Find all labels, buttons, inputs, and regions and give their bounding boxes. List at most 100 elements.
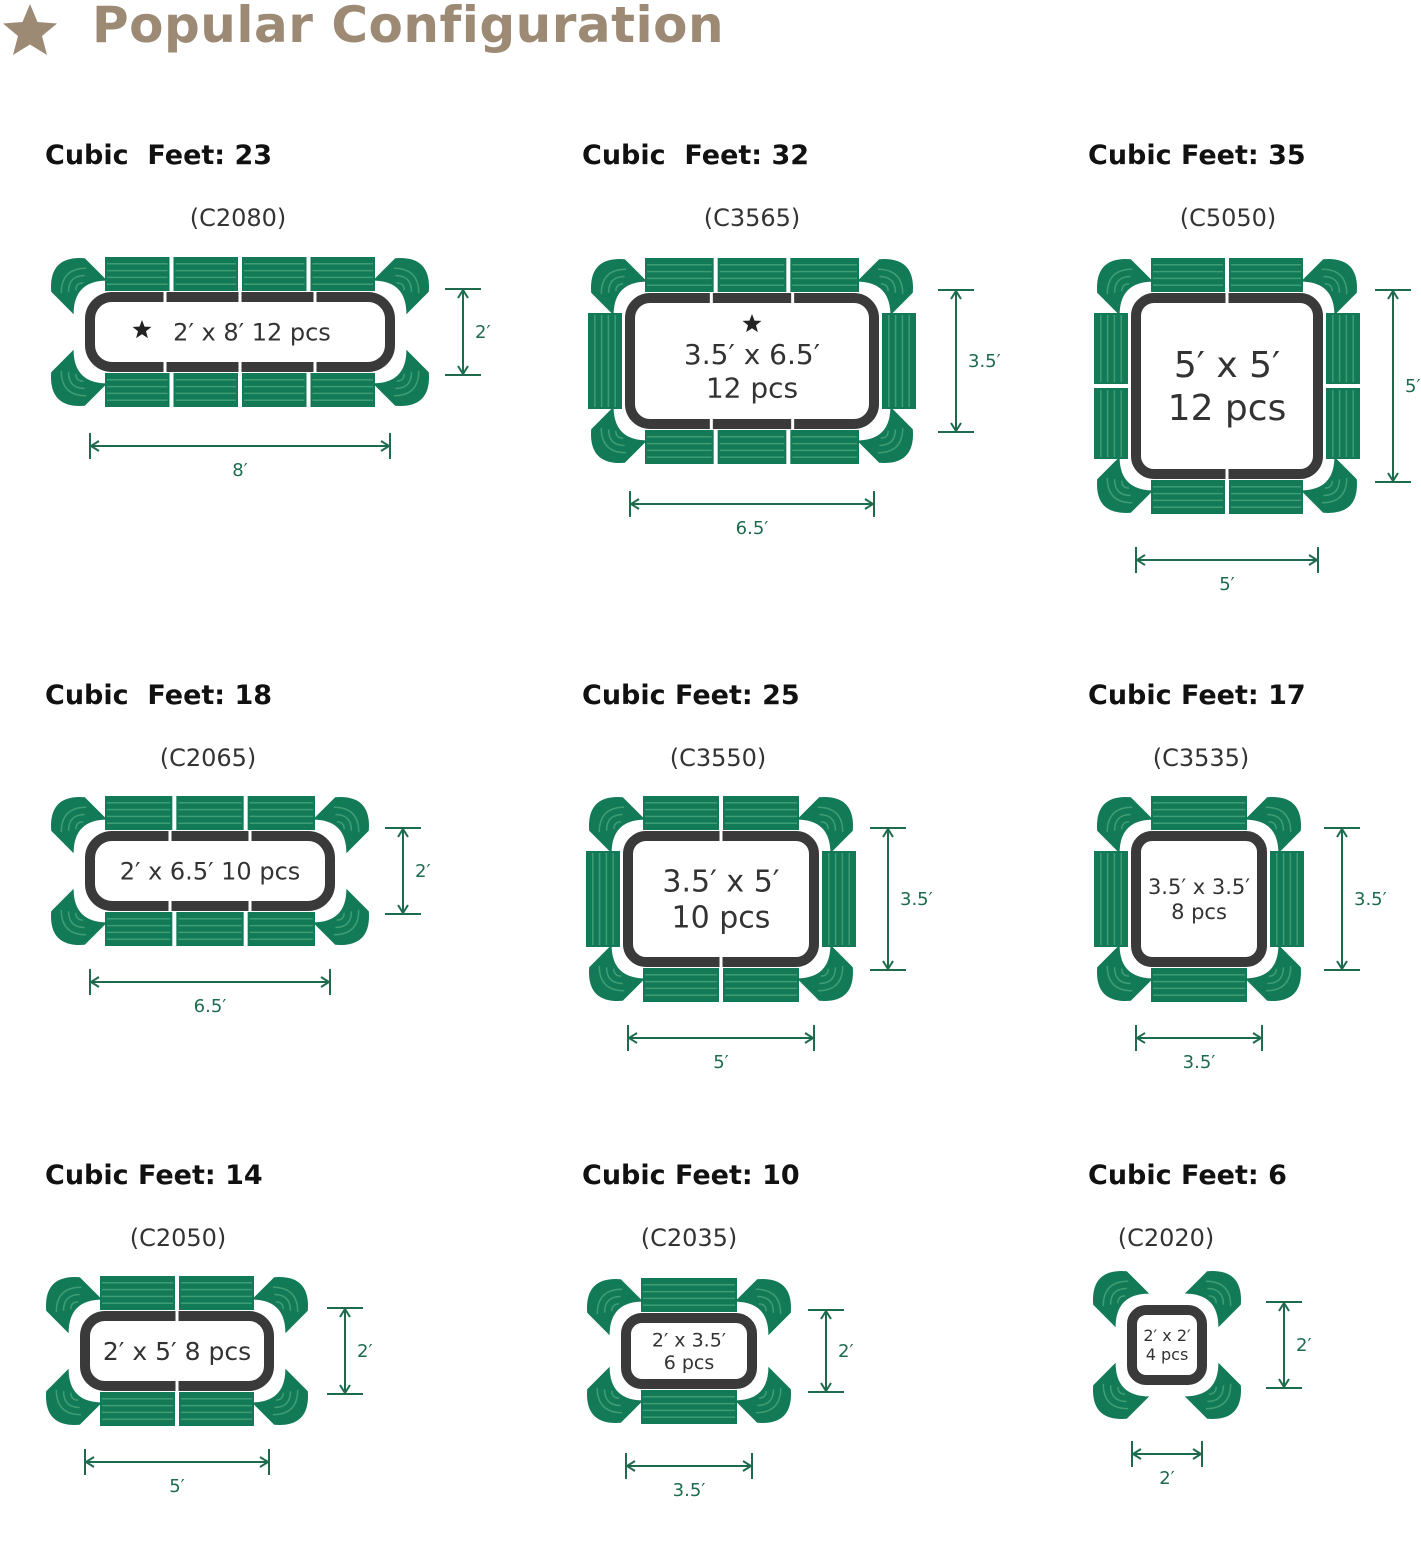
corner-seat (372, 349, 429, 406)
seat-panel (790, 258, 859, 292)
width-dimension: 2′ (1131, 1441, 1203, 1489)
seat-panel (1229, 480, 1303, 514)
cubic-feet-label: Cubic Feet: 25 (582, 680, 800, 711)
corner-seat (591, 259, 648, 316)
width-label: 3.5′ (673, 1480, 706, 1501)
width-label: 5′ (1219, 574, 1235, 595)
corner-seat (251, 1368, 308, 1425)
size-text: 2′ x 3.5′ (652, 1329, 726, 1351)
seat-panel (310, 373, 375, 407)
height-label: 3.5′ (968, 351, 1001, 372)
corner-seat (372, 258, 429, 315)
corner-seat (589, 797, 646, 854)
seat-panel (242, 257, 307, 291)
seat-panel (1326, 388, 1360, 459)
star-icon (742, 314, 762, 333)
seat-panel (176, 796, 244, 830)
corner-seat (1093, 1271, 1150, 1328)
cubic-feet-label: Cubic Feet: 35 (1088, 140, 1306, 171)
size-text: 8 pcs (1171, 900, 1227, 924)
height-dimension: 3.5′ (870, 827, 933, 971)
star-icon (132, 320, 152, 339)
size-text: 2′ x 2′ (1143, 1326, 1191, 1345)
size-text: 12 pcs (1168, 388, 1287, 429)
corner-seat (1244, 797, 1301, 854)
page-title: Popular Configuration (92, 0, 725, 54)
seat-panel (1094, 388, 1128, 459)
height-label: 2′ (838, 1341, 854, 1362)
size-text: 2′ x 5′ 8 pcs (103, 1337, 251, 1366)
cubic-feet-label: Cubic Feet: 14 (45, 1160, 263, 1191)
corner-seat (1097, 944, 1154, 1001)
size-text: 12 pcs (706, 372, 798, 405)
size-text: 10 pcs (672, 901, 771, 936)
height-dimension: 3.5′ (1324, 827, 1387, 971)
model-code: (C3535) (1152, 744, 1250, 772)
cubic-feet-label: Cubic Feet: 17 (1088, 680, 1306, 711)
width-dimension: 6.5′ (89, 969, 331, 1017)
layout-diagram: 5′ x 5′12 pcs 5′ 5′ (1094, 258, 1421, 595)
seat-panel (105, 373, 170, 407)
seat-panel (100, 1276, 175, 1310)
height-label: 2′ (475, 322, 491, 343)
seat-panel (310, 257, 375, 291)
seat-panel (723, 796, 799, 830)
seat-panel (1094, 851, 1128, 947)
seat-panel (1326, 313, 1360, 384)
width-label: 3.5′ (1183, 1052, 1216, 1073)
seat-panel (105, 796, 173, 830)
width-dimension: 5′ (84, 1449, 270, 1497)
width-dimension: 3.5′ (625, 1453, 753, 1501)
height-label: 3.5′ (900, 889, 933, 910)
model-code: (C2020) (1117, 1224, 1215, 1252)
seat-panel (586, 851, 620, 947)
corner-seat (1184, 1362, 1241, 1419)
seat-panel (1151, 480, 1225, 514)
corner-seat (51, 797, 108, 854)
seat-panel (1151, 258, 1225, 292)
height-label: 5′ (1405, 376, 1421, 397)
height-label: 2′ (1296, 1335, 1312, 1356)
corner-seat (1184, 1271, 1241, 1328)
seat-panel (717, 258, 787, 292)
corner-seat (1097, 259, 1154, 316)
seat-panel (173, 257, 238, 291)
corner-seat (51, 258, 108, 315)
height-dimension: 2′ (327, 1307, 373, 1395)
corner-seat (856, 406, 913, 463)
height-label: 3.5′ (1354, 889, 1387, 910)
model-code: (C2080) (189, 204, 287, 232)
width-label: 6.5′ (736, 518, 769, 539)
width-label: 6.5′ (194, 996, 227, 1017)
height-dimension: 2′ (445, 288, 491, 376)
seat-panel (1151, 796, 1247, 830)
corner-seat (1244, 944, 1301, 1001)
seat-panel (882, 313, 916, 409)
model-code: (C5050) (1179, 204, 1277, 232)
width-dimension: 8′ (89, 433, 391, 481)
seat-panel (822, 851, 856, 947)
width-label: 2′ (1159, 1468, 1175, 1489)
table-frame (1131, 831, 1267, 967)
size-text: 2′ x 6.5′ 10 pcs (120, 857, 301, 885)
seat-panel (723, 968, 799, 1002)
height-label: 2′ (415, 861, 431, 882)
seat-panel (1229, 258, 1303, 292)
size-text: 5′ x 5′ (1174, 345, 1280, 386)
table-frame (621, 1313, 757, 1389)
seat-panel (645, 258, 714, 292)
seat-panel (641, 1278, 737, 1312)
size-text: 3.5′ x 5′ (662, 865, 779, 900)
config-card: Cubic Feet: 35 (C5050) 5′ x 5′12 pcs 5′ 5′ (1088, 140, 1421, 595)
layout-diagram: 2′ x 6.5′ 10 pcs 6.5′ 2′ (51, 796, 431, 1017)
header: Popular Configuration (0, 0, 760, 62)
seat-panel (643, 968, 719, 1002)
seat-panel (176, 912, 244, 946)
